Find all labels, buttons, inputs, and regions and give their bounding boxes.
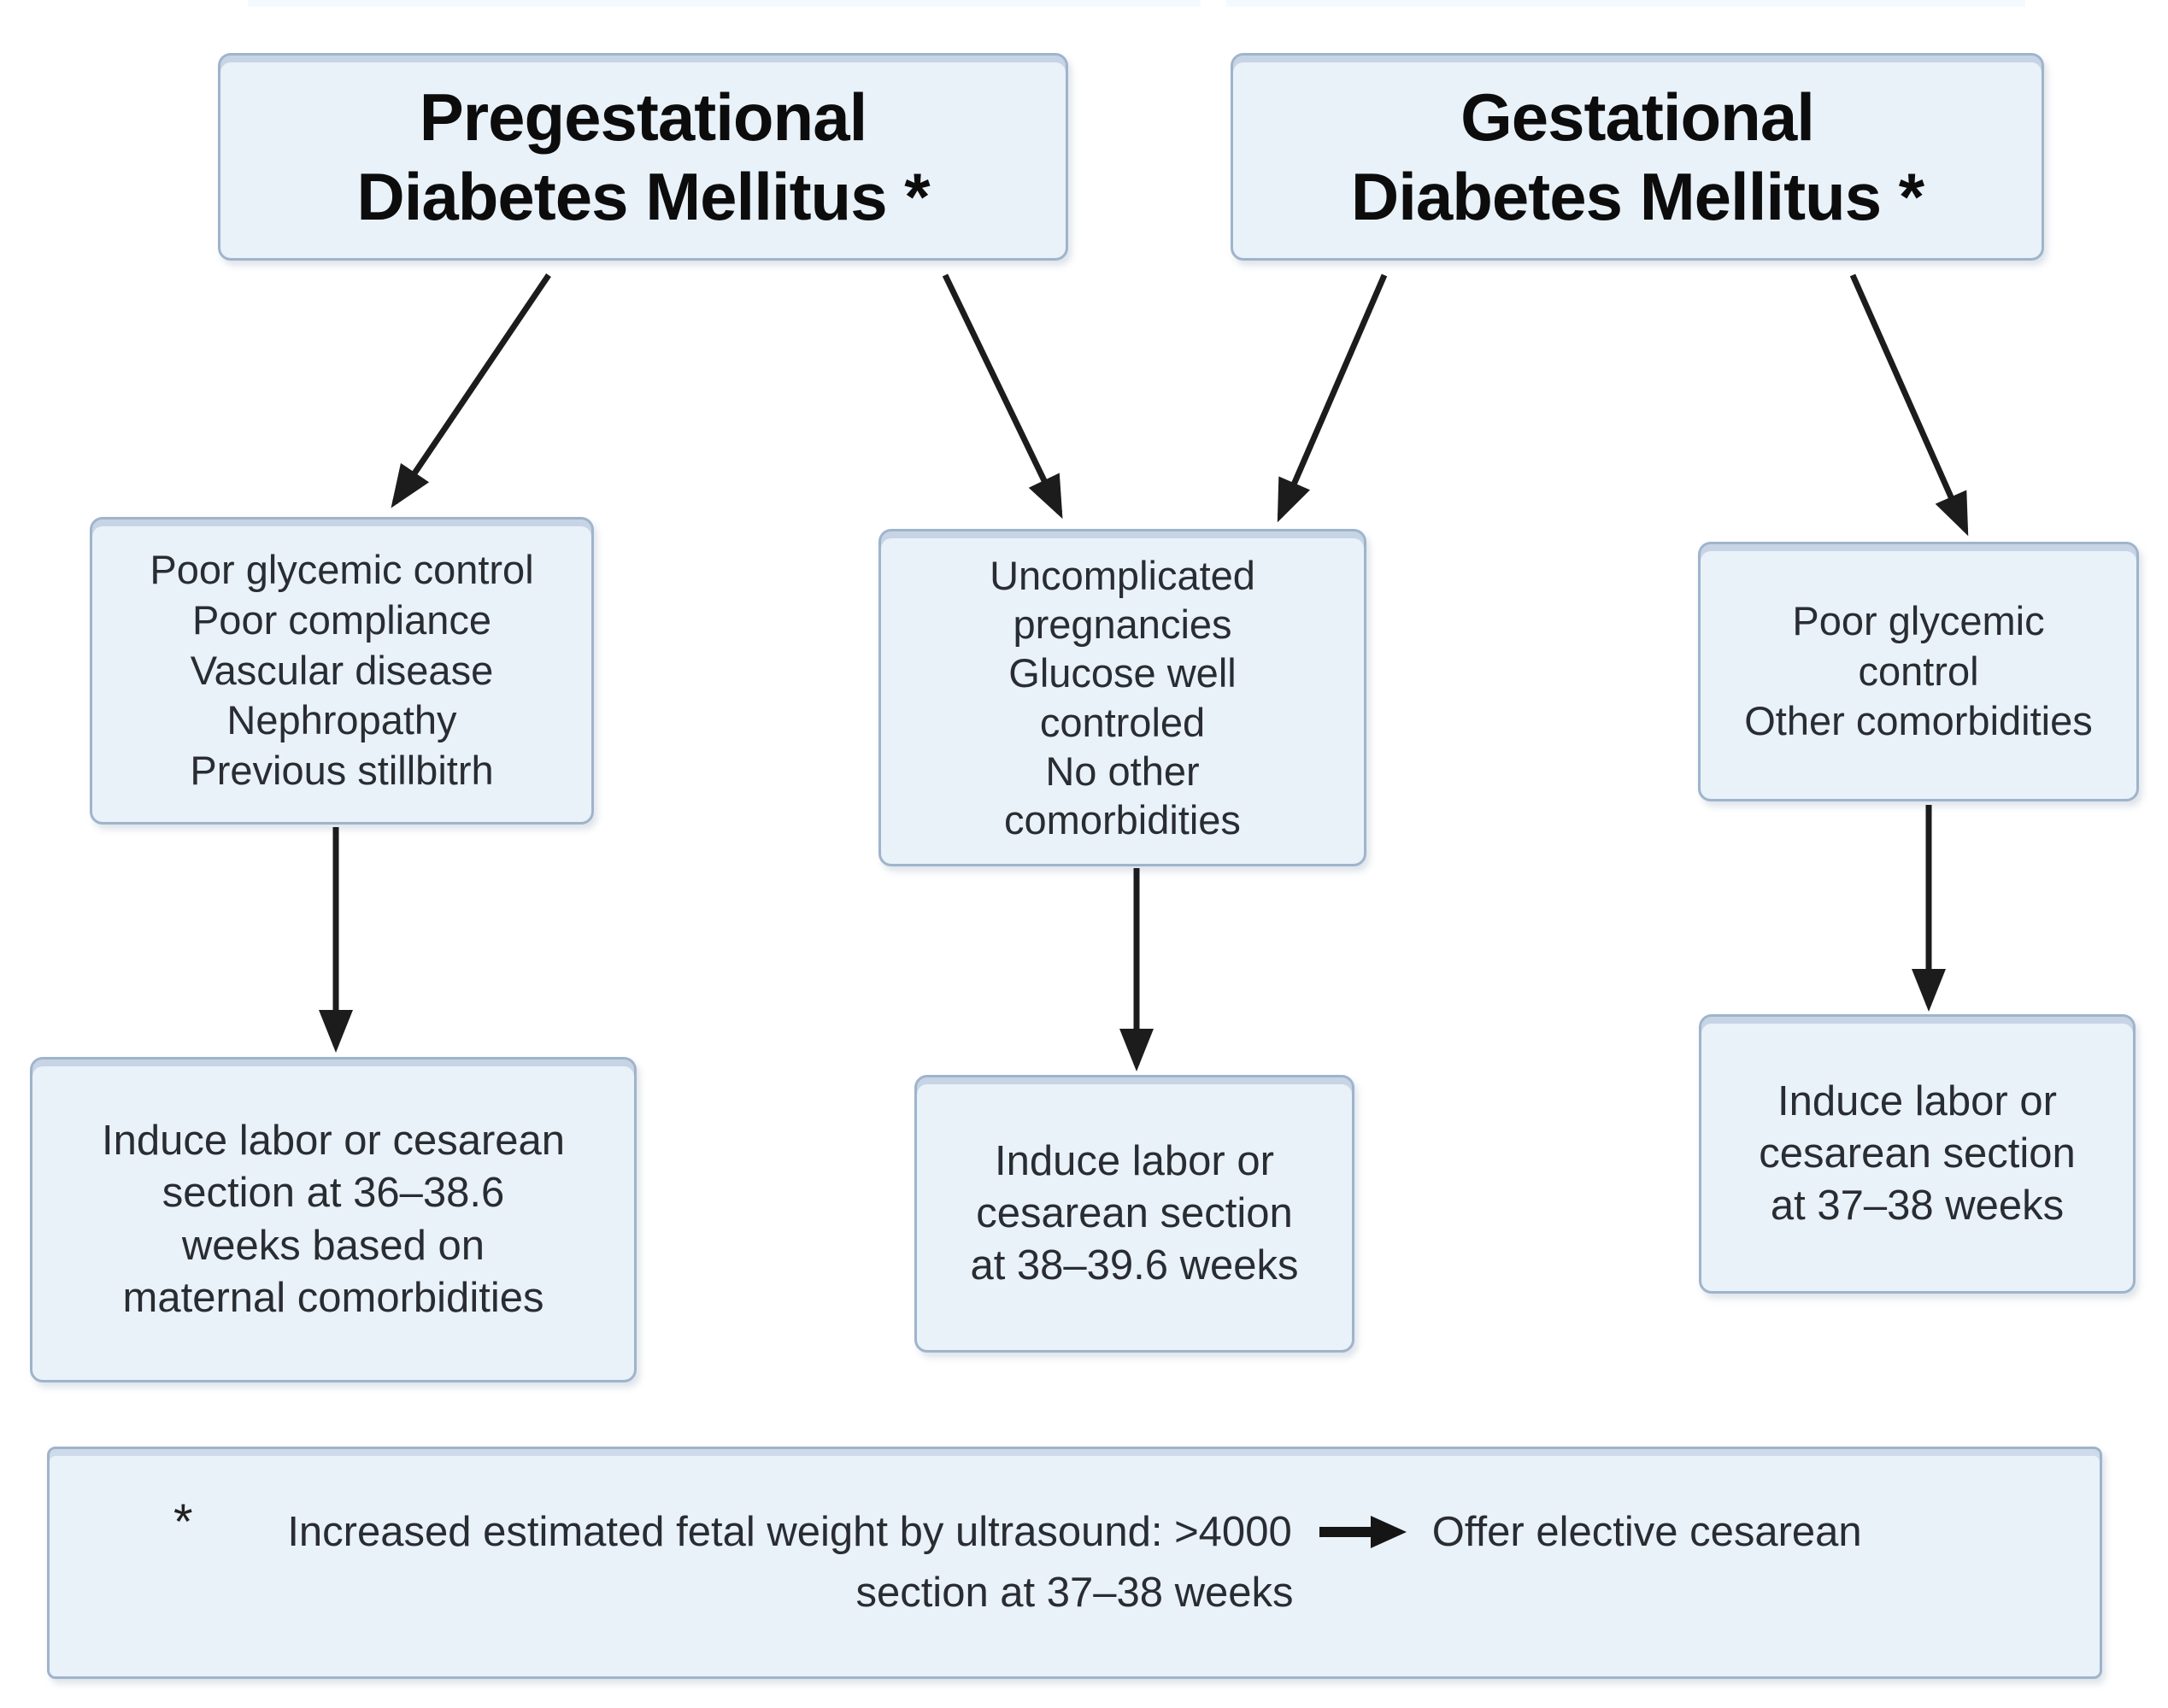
footnote-box: * Increased estimated fetal weight by ul…	[47, 1447, 2102, 1679]
top-strip-left	[248, 0, 1201, 7]
footnote-line1: Increased estimated fetal weight by ultr…	[287, 1502, 1861, 1563]
arrow-gestational-to-uncomp	[1277, 273, 1388, 523]
footnote-text: Increased estimated fetal weight by ultr…	[152, 1449, 1997, 1676]
node-pgdm-risk-factors: Poor glycemic control Poor compliance Va…	[90, 517, 594, 825]
arrow-gestational-to-gdm-risk	[1849, 273, 1969, 537]
right-arrow-icon	[1319, 1516, 1407, 1549]
node-outcome-gdm: Induce labor or cesarean section at 37–3…	[1699, 1014, 2136, 1294]
footnote-line2: section at 37–38 weeks	[855, 1570, 1294, 1616]
footnote-text-after-arrow: Offer elective cesarean	[1431, 1508, 1862, 1555]
node-outcome-uncomplicated: Induce labor or cesarean section at 38–3…	[914, 1075, 1354, 1353]
footnote-asterisk: *	[173, 1494, 193, 1550]
node-uncomplicated-pregnancies: Uncomplicated pregnancies Glucose well c…	[878, 529, 1366, 866]
node-gestational-diabetes: Gestational Diabetes Mellitus *	[1231, 53, 2044, 261]
node-gdm-risk-factors: Poor glycemic control Other comorbiditie…	[1698, 542, 2139, 801]
top-strip-right	[1226, 0, 2025, 7]
arrow-pregestational-to-risk	[391, 273, 551, 508]
arrow-pregestational-to-uncomp	[942, 273, 1063, 519]
node-outcome-pgdm: Induce labor or cesarean section at 36–3…	[30, 1057, 637, 1382]
footnote-text-before-arrow: Increased estimated fetal weight by ultr…	[287, 1508, 1292, 1555]
node-pregestational-diabetes: Pregestational Diabetes Mellitus *	[218, 53, 1068, 261]
